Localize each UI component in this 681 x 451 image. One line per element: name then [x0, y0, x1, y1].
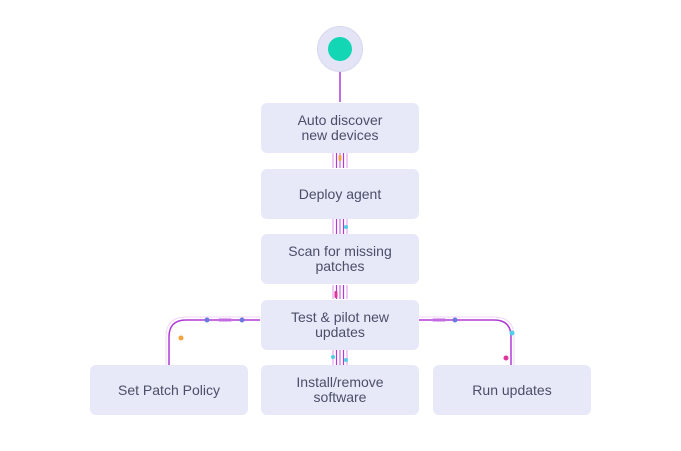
branch-run-updates: Run updates [433, 365, 591, 415]
connector-test-to-install [331, 350, 348, 365]
signal-dot [344, 358, 348, 362]
signal-dot [503, 355, 509, 361]
step-label: Deploy agent [298, 185, 382, 202]
signal-dot [239, 317, 245, 323]
start-node [317, 26, 363, 72]
signal-dot [178, 335, 184, 341]
signal-dot [344, 225, 348, 229]
branch-set-patch-policy: Set Patch Policy [90, 365, 248, 415]
signal-dash [218, 318, 232, 322]
step-auto-discover: Auto discover new devices [261, 103, 419, 153]
start-dot-icon [328, 37, 352, 61]
connector-scan-to-test [332, 285, 348, 299]
branch-install-remove-software: Install/remove software [261, 365, 419, 415]
step-scan-patches: Scan for missing patches [261, 234, 419, 284]
signal-dot [331, 355, 335, 359]
signal-dot [334, 291, 338, 298]
step-label: Scan for missing patches [288, 243, 392, 274]
step-deploy-agent: Deploy agent [261, 169, 419, 219]
signal-dot [452, 317, 458, 323]
connector-deploy-to-scan [332, 219, 348, 234]
signal-dash [432, 318, 446, 322]
signal-dot [509, 330, 515, 336]
branch-label: Run updates [472, 381, 552, 398]
signal-dot [338, 155, 342, 161]
step-test-pilot: Test & pilot new updates [261, 300, 419, 350]
signal-dot [204, 317, 210, 323]
connector-test-to-run [419, 316, 515, 365]
branch-label: Install/remove software [296, 374, 384, 405]
branch-label: Set Patch Policy [118, 381, 220, 398]
connector-test-to-policy [165, 316, 260, 365]
step-label: Auto discover new devices [297, 112, 383, 143]
connector-discover-to-deploy [332, 153, 348, 168]
step-label: Test & pilot new updates [290, 309, 390, 340]
